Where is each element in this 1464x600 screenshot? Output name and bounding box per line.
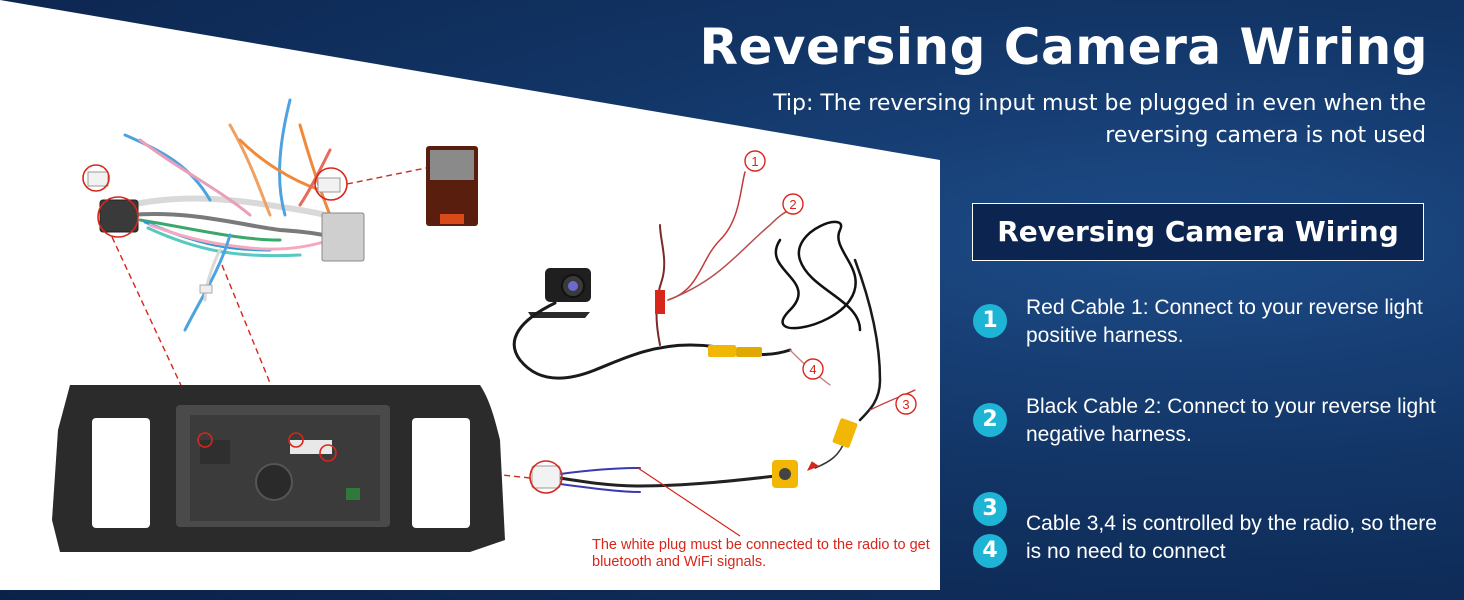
camera-cables — [512, 171, 916, 493]
step-badge-3: 3 — [973, 492, 1007, 526]
step-badge-2: 2 — [973, 403, 1007, 437]
page-title: Reversing Camera Wiring — [699, 18, 1428, 76]
step-2-text: Black Cable 2: Connect to your reverse l… — [1026, 395, 1436, 446]
callout-1: 1 — [751, 154, 758, 169]
step-1-text: Red Cable 1: Connect to your reverse lig… — [1026, 296, 1423, 347]
wiring-harness-icon — [87, 98, 365, 332]
rca-connector-icon — [529, 290, 858, 494]
decoder-box-icon — [426, 146, 478, 226]
step-3-4-text: Cable 3,4 is controlled by the radio, so… — [1026, 512, 1437, 563]
panel-heading: Reversing Camera Wiring — [972, 203, 1424, 261]
note-pointer-line — [637, 467, 741, 537]
step-badge-1: 1 — [973, 304, 1007, 338]
radio-frame-icon — [52, 385, 505, 552]
reverse-camera-icon — [528, 268, 591, 318]
callout-2: 2 — [789, 197, 796, 212]
tip-text: Tip: The reversing input must be plugged… — [773, 91, 1426, 148]
callout-circles — [744, 150, 917, 415]
step-badge-4: 4 — [973, 534, 1007, 568]
white-plug-note: The white plug must be connected to the … — [592, 537, 930, 570]
callout-4: 4 — [809, 362, 816, 377]
callout-3: 3 — [902, 397, 909, 412]
